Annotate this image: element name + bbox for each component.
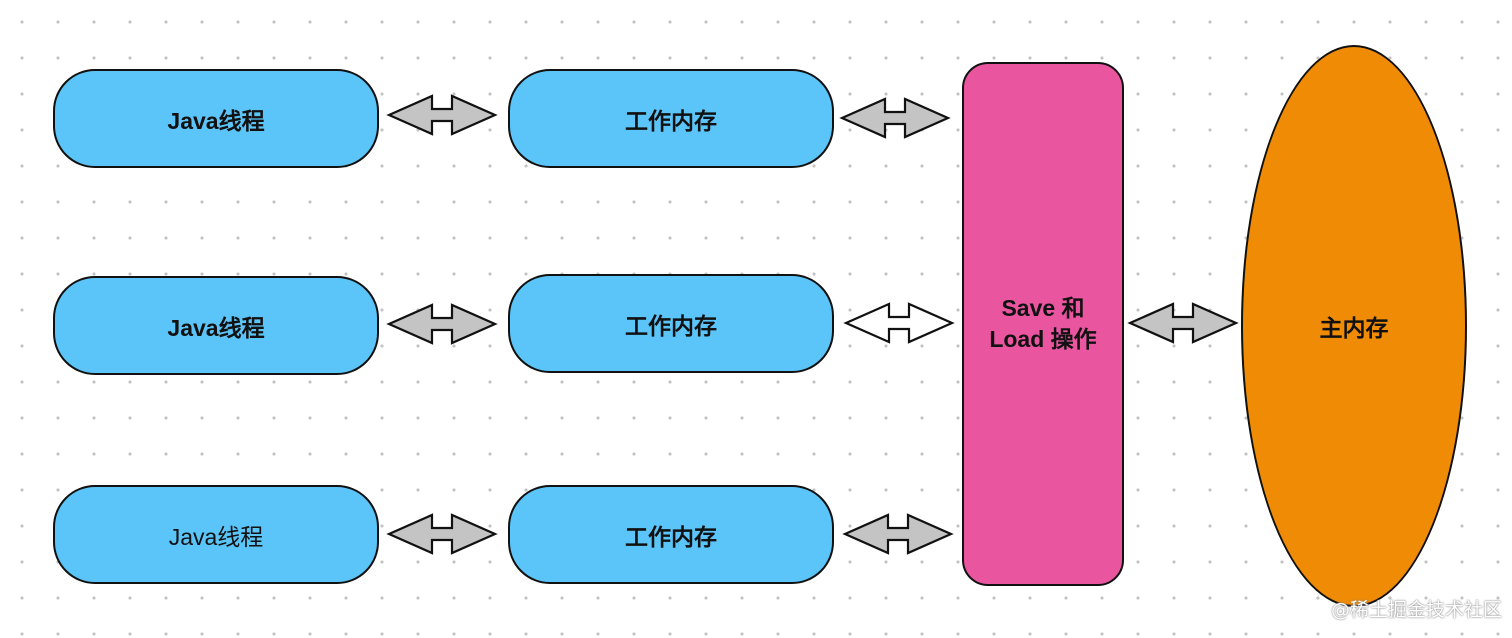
double-arrow-hollow-icon: [843, 302, 955, 344]
save-load-process-node: Save 和 Load 操作: [962, 62, 1124, 586]
working-memory-label: 工作内存: [625, 312, 717, 339]
working-memory-node: 工作内存: [508, 485, 834, 584]
double-arrow-icon: [386, 303, 498, 345]
main-memory-label: 主内存: [1319, 315, 1389, 341]
double-arrow-icon: [386, 513, 498, 555]
double-arrow-icon: [386, 94, 498, 136]
watermark: @稀土掘金技术社区: [1330, 599, 1502, 621]
java-thread-label: Java线程: [168, 523, 264, 550]
working-memory-node: 工作内存: [508, 69, 834, 168]
working-memory-label: 工作内存: [625, 107, 717, 134]
main-memory-node: 主内存: [1241, 45, 1467, 607]
process-label-line1: Save 和: [1001, 295, 1085, 321]
double-arrow-icon: [839, 97, 951, 139]
process-label-line2: Load 操作: [989, 326, 1097, 352]
java-thread-label: Java线程: [167, 314, 265, 341]
working-memory-node: 工作内存: [508, 274, 834, 373]
java-thread-label: Java线程: [167, 107, 265, 134]
double-arrow-icon: [842, 513, 954, 555]
java-thread-node: Java线程: [53, 276, 379, 375]
working-memory-label: 工作内存: [625, 523, 717, 550]
double-arrow-icon: [1127, 302, 1239, 344]
java-thread-node: Java线程: [53, 69, 379, 168]
java-thread-node: Java线程: [53, 485, 379, 584]
